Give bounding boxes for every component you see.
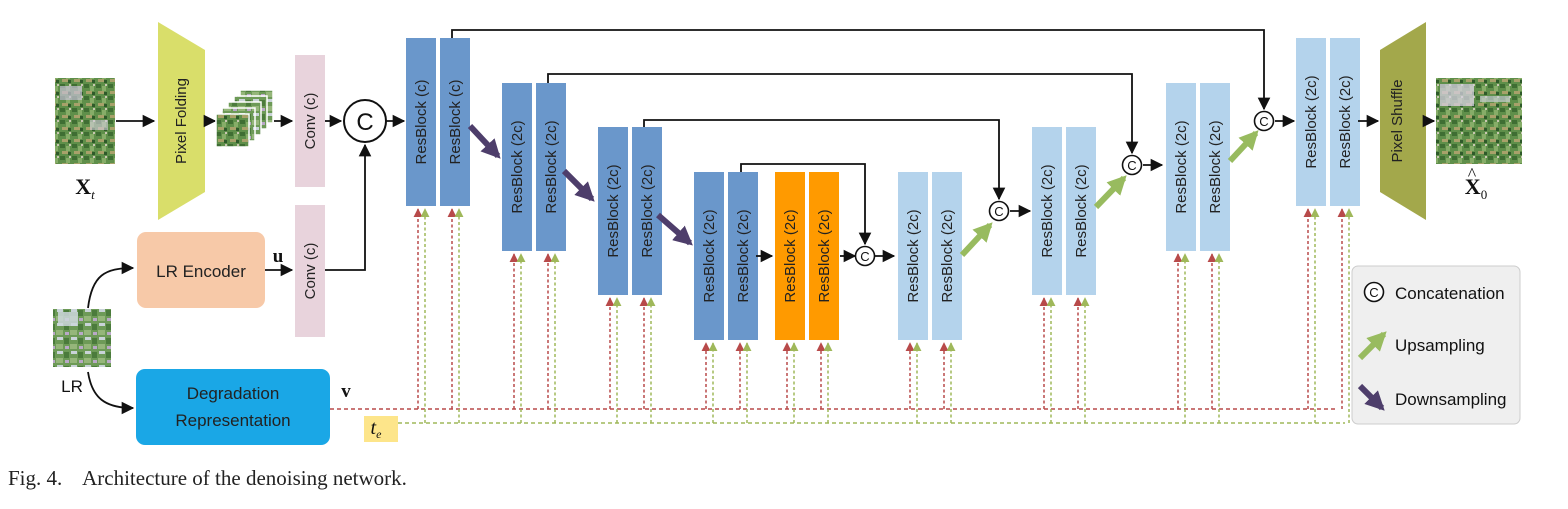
resblock-l4-2-label: ResBlock (2c) [735, 209, 752, 302]
resblock-mid-1 [775, 172, 805, 340]
figure-caption: Fig. 4. Architecture of the denoising ne… [8, 466, 407, 490]
concat-circle-1: C [1253, 110, 1275, 132]
resblock-u4-2-label: ResBlock (2c) [939, 209, 956, 302]
xt-label: Xt [75, 174, 95, 202]
condition-lines [330, 208, 1354, 424]
output-hat: ^ [1468, 164, 1477, 184]
resblock-l3-2 [632, 127, 662, 295]
resblock-l2-1 [502, 83, 532, 251]
upsample-arrow-1 [959, 222, 993, 258]
u-label: u [273, 246, 284, 267]
conv-bottom-block [295, 205, 325, 337]
resblock-l3-2-label: ResBlock (2c) [639, 164, 656, 257]
concat-circle-3: C [988, 200, 1010, 222]
legend-upsample-icon [1357, 331, 1387, 361]
lr-image [53, 309, 111, 367]
resblock-u4-1-label: ResBlock (2c) [905, 209, 922, 302]
skip-connection-3 [643, 119, 1006, 201]
lr-encoder-block [137, 232, 265, 308]
lr-label: LR [61, 377, 83, 396]
resblock-u3-1 [1032, 127, 1062, 295]
concat-symbol-input: C [356, 109, 373, 136]
resblock-l1-2-label: ResBlock (c) [447, 79, 464, 164]
output-image [1436, 78, 1522, 164]
te-box [364, 416, 398, 442]
downsample-arrow-1 [467, 123, 501, 159]
resblock-u2-2-label: ResBlock (2c) [1207, 120, 1224, 213]
resblock-l1-2 [440, 38, 470, 206]
conv-top-label: Conv (c) [302, 93, 319, 150]
downsample-arrow-3 [656, 212, 693, 246]
legend-concatenation-label: Concatenation [1395, 284, 1505, 303]
skip-connection-4 [740, 163, 872, 246]
lr-encoder-label: LR Encoder [156, 262, 246, 281]
resblock-u1-2-label: ResBlock (2c) [1337, 75, 1354, 168]
resblock-l1-1-label: ResBlock (c) [413, 79, 430, 164]
resblock-group: ResBlock (c) ResBlock (c) ResBlock (2c) Res… [406, 38, 1360, 340]
svg-text:C: C [1259, 114, 1268, 129]
legend-downsample-icon [1357, 383, 1385, 411]
conv-top-block [295, 55, 325, 187]
pixel-shuffle-block [1380, 22, 1426, 220]
svg-text:C: C [994, 204, 1003, 219]
downsample-arrow-2 [561, 168, 595, 202]
resblock-u4-1 [898, 172, 928, 340]
resblock-mid-2-label: ResBlock (2c) [816, 209, 833, 302]
arrow-conv-bottom-to-concat [325, 143, 372, 271]
concat-circle-4: C [854, 245, 876, 267]
resblock-u1-1 [1296, 38, 1326, 206]
pixel-folding-label: Pixel Folding [173, 78, 190, 164]
conv-bottom-label: Conv (c) [302, 243, 319, 300]
resblock-l2-1-label: ResBlock (2c) [509, 120, 526, 213]
resblock-u3-2-label: ResBlock (2c) [1073, 164, 1090, 257]
legend-upsampling-label: Upsampling [1395, 336, 1485, 355]
resblock-u1-2 [1330, 38, 1360, 206]
resblock-l4-1-label: ResBlock (2c) [701, 209, 718, 302]
folded-image-stack [215, 89, 274, 148]
degradation-label-line2: Representation [175, 411, 290, 430]
output-label: X0 [1465, 174, 1487, 202]
upsample-arrow-3 [1227, 130, 1259, 164]
resblock-u4-2 [932, 172, 962, 340]
resblock-l3-1-label: ResBlock (2c) [605, 164, 622, 257]
pixel-folding-block [158, 22, 205, 220]
degradation-label-line1: Degradation [187, 384, 280, 403]
resblock-l2-2-label: ResBlock (2c) [543, 120, 560, 213]
concat-circle-2: C [1121, 154, 1143, 176]
legend: C Concatenation Upsampling Downsampling [1351, 265, 1521, 425]
resblock-l2-2 [536, 83, 566, 251]
svg-text:C: C [1127, 158, 1136, 173]
degradation-representation-block [136, 369, 330, 445]
resblock-u1-1-label: ResBlock (2c) [1303, 75, 1320, 168]
v-label: v [341, 381, 351, 402]
skip-connection-1 [451, 29, 1271, 111]
resblock-l4-1 [694, 172, 724, 340]
resblock-u2-1-label: ResBlock (2c) [1173, 120, 1190, 213]
resblock-l4-2 [728, 172, 758, 340]
resblock-mid-1-label: ResBlock (2c) [782, 209, 799, 302]
te-label: te [371, 417, 383, 441]
legend-concat-icon [1363, 281, 1385, 303]
arrow-lr-to-encoder [87, 261, 135, 309]
resblock-u3-1-label: ResBlock (2c) [1039, 164, 1056, 257]
resblock-u2-1 [1166, 83, 1196, 251]
resblock-u2-2 [1200, 83, 1230, 251]
resblock-mid-2 [809, 172, 839, 340]
pixel-shuffle-label: Pixel Shuffle [1389, 79, 1406, 162]
arrow-lr-to-degradation [87, 371, 135, 415]
upsample-arrow-2 [1093, 175, 1127, 210]
legend-downsampling-label: Downsampling [1395, 390, 1507, 409]
svg-text:C: C [1369, 285, 1378, 300]
resblock-u3-2 [1066, 127, 1096, 295]
skip-connection-2 [547, 73, 1139, 155]
resblock-l1-1 [406, 38, 436, 206]
svg-text:C: C [860, 249, 869, 264]
input-noisy-image [55, 78, 115, 164]
resblock-l3-1 [598, 127, 628, 295]
